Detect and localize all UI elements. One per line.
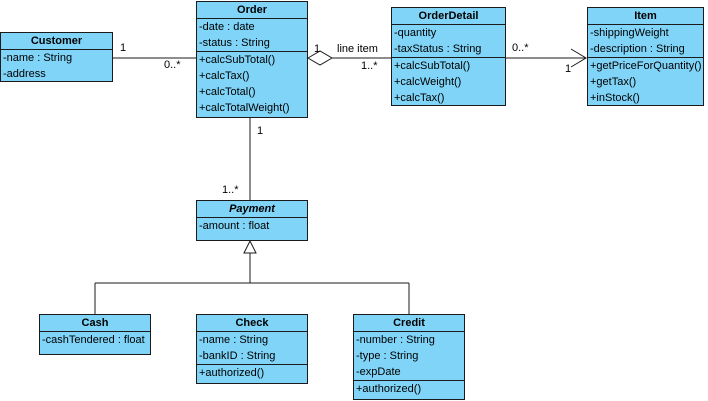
attribute: -type : String bbox=[356, 350, 419, 362]
attribute: -status : String bbox=[199, 37, 270, 49]
multiplicity-order-end-detail: 1 bbox=[314, 43, 321, 55]
multiplicity-orderdetail-item-end: 0..* bbox=[512, 42, 529, 54]
class-orderdetail[interactable]: OrderDetail -quantity -taxStatus : Strin… bbox=[391, 7, 506, 106]
operation: +authorized() bbox=[199, 367, 265, 379]
class-customer-name: Customer bbox=[1, 33, 112, 50]
operation: +calcTotal() bbox=[199, 86, 256, 98]
class-credit[interactable]: Credit -number : String -type : String -… bbox=[353, 314, 465, 400]
class-cash-attributes: -cashTendered : float bbox=[40, 332, 150, 348]
multiplicity-item-end: 1 bbox=[565, 63, 572, 75]
class-credit-attributes: -number : String -type : String -expDate bbox=[354, 332, 464, 381]
operation: +authorized() bbox=[356, 383, 422, 395]
attribute: -address bbox=[3, 68, 46, 80]
class-item-attributes: -shippingWeight -description : String bbox=[588, 25, 703, 58]
attribute: -name : String bbox=[3, 52, 73, 64]
attribute: -name : String bbox=[199, 334, 269, 346]
attribute: -bankID : String bbox=[199, 350, 276, 362]
class-payment-attributes: -amount : float bbox=[197, 218, 307, 234]
attribute: -description : String bbox=[590, 43, 685, 55]
multiplicity-order-end-customer: 0..* bbox=[164, 59, 181, 71]
class-credit-name: Credit bbox=[354, 315, 464, 332]
class-payment[interactable]: Payment -amount : float bbox=[196, 200, 308, 241]
class-payment-name: Payment bbox=[197, 201, 307, 218]
attribute: -quantity bbox=[394, 27, 437, 39]
navigability-arrow bbox=[570, 48, 587, 68]
class-check-attributes: -name : String -bankID : String bbox=[197, 332, 307, 365]
multiplicity-orderdetail-end: 1..* bbox=[361, 60, 378, 72]
operation: +calcSubTotal() bbox=[394, 60, 471, 72]
class-item-operations: +getPriceForQuantity() +getTax() +inStoc… bbox=[588, 58, 703, 106]
class-customer[interactable]: Customer -name : String -address bbox=[0, 32, 113, 82]
operation: +calcTax() bbox=[394, 92, 445, 104]
generalization-triangle bbox=[243, 239, 257, 254]
attribute: -shippingWeight bbox=[590, 27, 669, 39]
role-line-item: line item bbox=[337, 43, 378, 55]
class-customer-attributes: -name : String -address bbox=[1, 50, 112, 82]
operation: +getPriceForQuantity() bbox=[590, 60, 702, 72]
attribute: -amount : float bbox=[199, 220, 270, 232]
multiplicity-order-end-payment: 1 bbox=[257, 125, 264, 137]
attribute: -expDate bbox=[356, 366, 401, 378]
attribute: -taxStatus : String bbox=[394, 43, 482, 55]
class-order-operations: +calcSubTotal() +calcTax() +calcTotal() … bbox=[197, 52, 307, 116]
attribute: -cashTendered : float bbox=[42, 334, 145, 346]
class-credit-operations: +authorized() bbox=[354, 381, 464, 397]
attribute: -number : String bbox=[356, 334, 435, 346]
class-check[interactable]: Check -name : String -bankID : String +a… bbox=[196, 314, 308, 384]
class-order-attributes: -date : date -status : String bbox=[197, 19, 307, 52]
multiplicity-payment-end: 1..* bbox=[222, 184, 239, 196]
class-cash[interactable]: Cash -cashTendered : float bbox=[39, 314, 151, 355]
class-item[interactable]: Item -shippingWeight -description : Stri… bbox=[587, 7, 704, 106]
class-cash-name: Cash bbox=[40, 315, 150, 332]
operation: +calcTotalWeight() bbox=[199, 102, 290, 114]
class-order[interactable]: Order -date : date -status : String +cal… bbox=[196, 1, 308, 118]
aggregation-diamond bbox=[307, 50, 333, 66]
operation: +getTax() bbox=[590, 76, 637, 88]
class-orderdetail-operations: +calcSubTotal() +calcWeight() +calcTax() bbox=[392, 58, 505, 106]
operation: +calcSubTotal() bbox=[199, 54, 276, 66]
class-item-name: Item bbox=[588, 8, 703, 25]
class-order-name: Order bbox=[197, 2, 307, 19]
class-orderdetail-attributes: -quantity -taxStatus : String bbox=[392, 25, 505, 58]
operation: +calcWeight() bbox=[394, 76, 462, 88]
attribute: -date : date bbox=[199, 21, 255, 33]
multiplicity-customer-end: 1 bbox=[120, 42, 127, 54]
operation: +inStock() bbox=[590, 92, 640, 104]
operation: +calcTax() bbox=[199, 70, 250, 82]
class-check-name: Check bbox=[197, 315, 307, 332]
class-orderdetail-name: OrderDetail bbox=[392, 8, 505, 25]
class-check-operations: +authorized() bbox=[197, 365, 307, 381]
